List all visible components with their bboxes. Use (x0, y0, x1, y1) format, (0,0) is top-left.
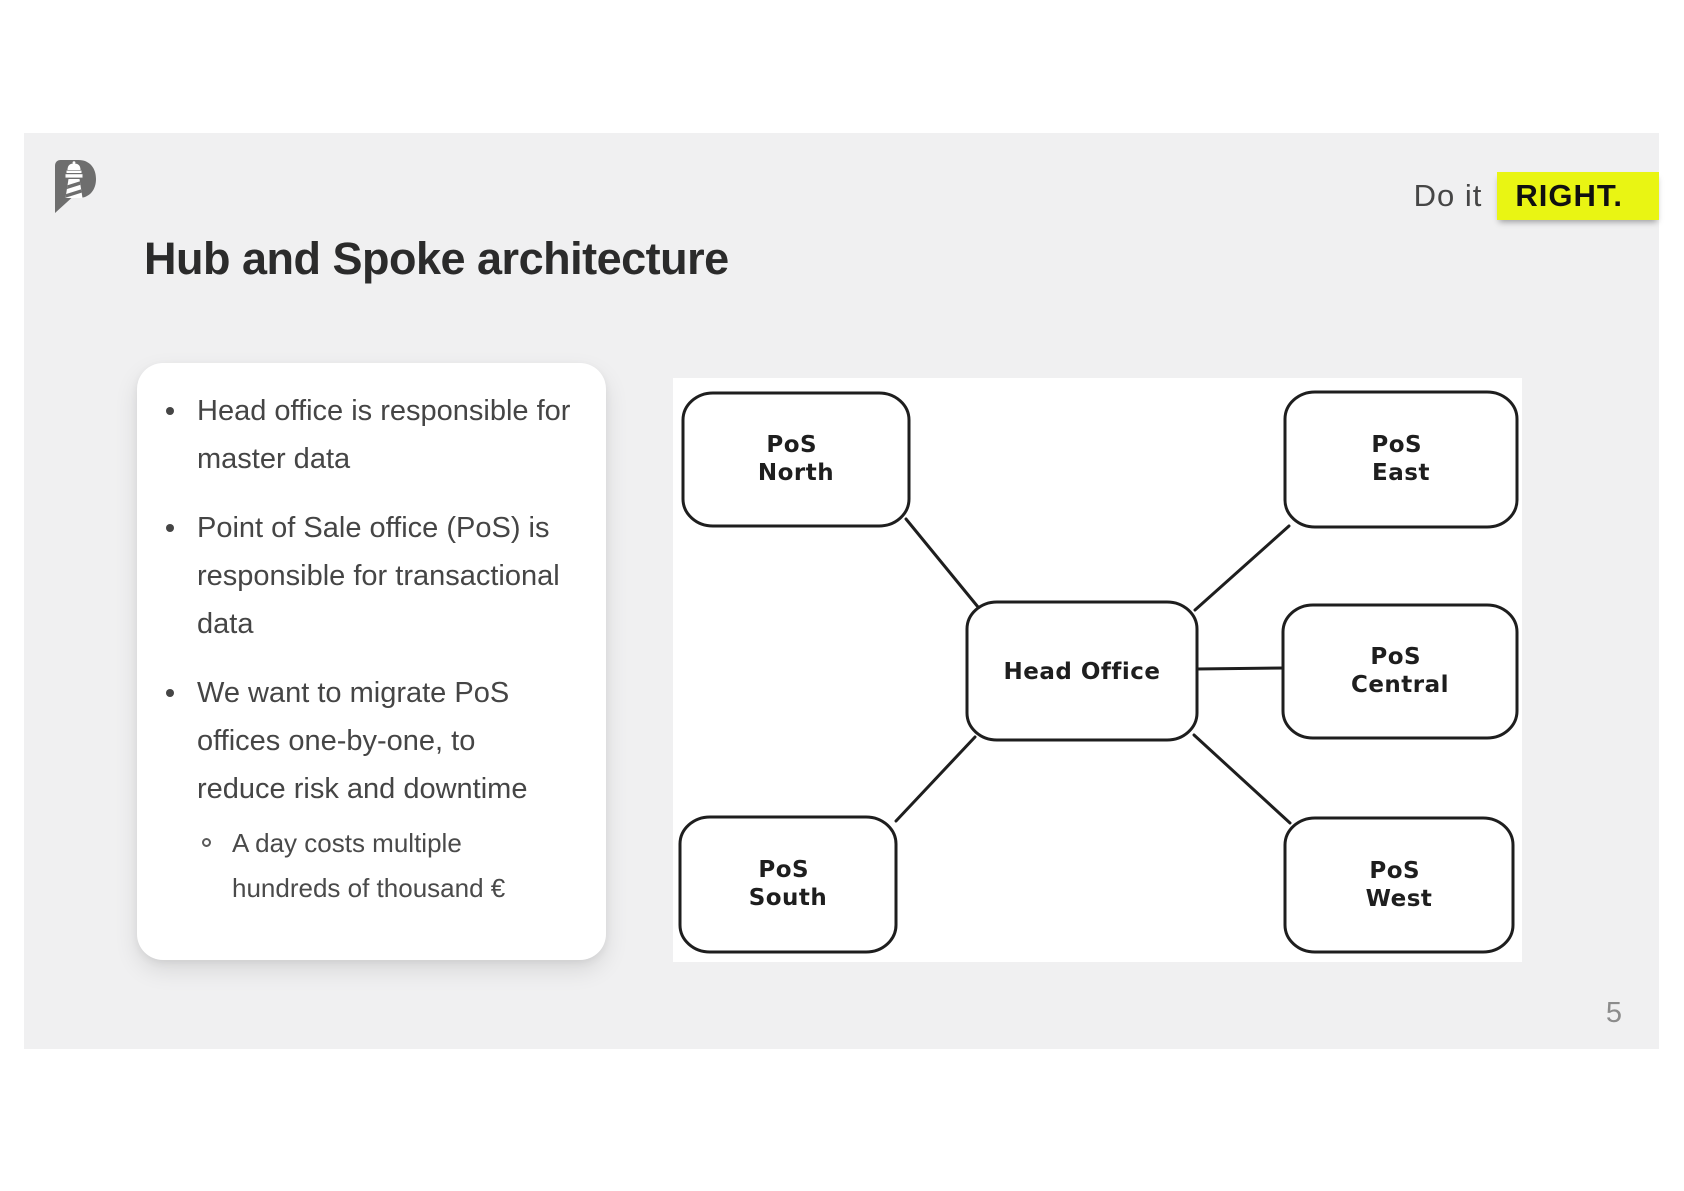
edge-head-office-pos-central (1194, 666, 1287, 671)
bullet-text-line: We want to migrate PoS (197, 677, 510, 709)
node-head-office (965, 600, 1199, 742)
bullet-marker (166, 524, 174, 532)
sub-bullet-text-line: hundreds of thousand € (232, 873, 506, 903)
tagline-prefix: Do it (1413, 178, 1483, 213)
slide-canvas: Do it RIGHT. Hub and Spoke architecture … (24, 133, 1659, 1049)
list-item: Point of Sale office (PoS) is responsibl… (166, 504, 580, 648)
node-pos-central (1281, 603, 1519, 740)
edge-pos-north-head-office (904, 517, 980, 609)
node-pos-west (1283, 816, 1515, 954)
bullet-marker (166, 407, 174, 415)
bullet-text-line: Point of Sale office (PoS) is (197, 512, 550, 544)
logo-lighthouse-band (66, 170, 82, 173)
list-item: We want to migrate PoS offices one-by-on… (166, 669, 580, 911)
lighthouse-p-logo (55, 160, 96, 213)
logo-lighthouse-gallery (65, 174, 83, 178)
logo-lighthouse-knob (72, 161, 76, 164)
list-item: Head office is responsible for master da… (166, 387, 580, 483)
node-pos-north (681, 391, 911, 528)
node-label-pos-south: PoS South (749, 857, 828, 911)
bullet-text-line: master data (197, 443, 351, 475)
bullet-text-line: reduce risk and downtime (197, 773, 528, 805)
sub-list-item: A day costs multiple hundreds of thousan… (197, 821, 580, 911)
logo-lighthouse-dome (67, 163, 81, 170)
hub-and-spoke-diagram: PoS North PoS East Head Office PoS Centr… (678, 390, 1519, 954)
sub-bullet-list: A day costs multiple hundreds of thousan… (197, 821, 580, 911)
node-label-pos-north: PoS North (758, 432, 834, 486)
bullet-text-line: data (197, 608, 254, 640)
bullet-card: Head office is responsible for master da… (137, 363, 606, 960)
bullet-marker (166, 689, 174, 697)
edge-head-office-pos-west (1192, 733, 1292, 825)
bullet-text-line: responsible for transactional (197, 560, 560, 592)
node-label-pos-central: PoS Central (1351, 644, 1449, 698)
bullet-text-line: offices one-by-one, to (197, 725, 476, 757)
brand-tagline: Do it RIGHT. (1414, 172, 1659, 220)
node-label-pos-west: PoS West (1366, 858, 1433, 912)
bullet-card-content: Head office is responsible for master da… (137, 363, 606, 911)
edge-pos-east-head-office (1193, 524, 1291, 612)
diagram-panel: PoS North PoS East Head Office PoS Centr… (673, 378, 1522, 962)
node-pos-south (678, 815, 898, 954)
sub-bullet-text-line: A day costs multiple (232, 828, 462, 858)
page-title: Hub and Spoke architecture (144, 233, 729, 284)
page-number: 5 (1605, 997, 1622, 1029)
bullet-text-line: Head office is responsible for (197, 395, 571, 427)
edge-head-office-pos-south (894, 735, 977, 823)
node-label-head-office: Head Office (1003, 659, 1160, 685)
tagline-highlight-chip: RIGHT. (1497, 172, 1659, 220)
node-label-pos-east: PoS East (1371, 432, 1430, 486)
sub-bullet-marker (202, 838, 211, 847)
node-pos-east (1283, 390, 1519, 529)
